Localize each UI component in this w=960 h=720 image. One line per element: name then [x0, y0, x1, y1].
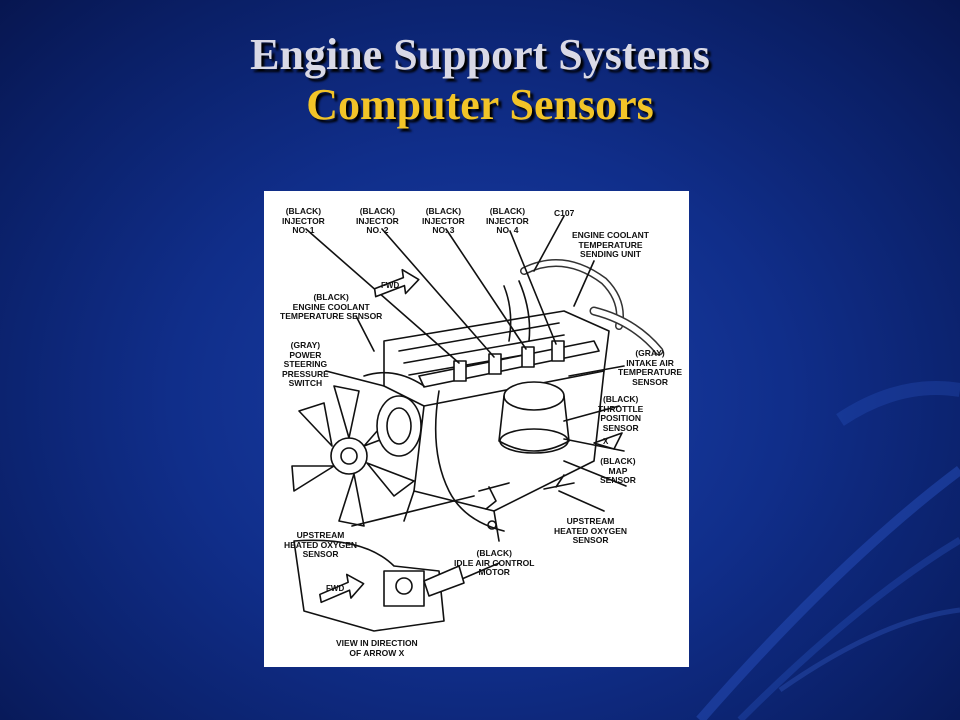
- label-map-sensor: (BLACK) MAP SENSOR: [600, 456, 636, 485]
- label-coolant-sensor: (BLACK) ENGINE COOLANT TEMPERATURE SENSO…: [280, 292, 383, 321]
- label-fwd-top: FWD: [381, 281, 400, 290]
- label-fwd-bottom: FWD: [326, 584, 345, 593]
- label-coolant-sending-unit: ENGINE COOLANT TEMPERATURE SENDING UNIT: [572, 230, 649, 259]
- label-c107: C107: [554, 208, 575, 218]
- label-injector-3: (BLACK) INJECTOR NO. 3: [422, 206, 465, 235]
- label-injector-2: (BLACK) INJECTOR NO. 2: [356, 206, 399, 235]
- label-power-steering-switch: (GRAY) POWER STEERING PRESSURE SWITCH: [282, 340, 329, 388]
- title-line-1: Engine Support Systems: [250, 30, 710, 79]
- title-line-2: Computer Sensors: [306, 80, 654, 129]
- label-arrow-x: X: [603, 437, 609, 446]
- label-upstream-o2-right: UPSTREAM HEATED OXYGEN SENSOR: [554, 516, 628, 545]
- label-injector-4: (BLACK) INJECTOR NO. 4: [486, 206, 529, 235]
- label-injector-1: (BLACK) INJECTOR NO. 1: [282, 206, 325, 235]
- label-idle-air-control-motor: (BLACK) IDLE AIR CONTROL MOTOR: [454, 548, 535, 577]
- engine-diagram: (BLACK) INJECTOR NO. 1 (BLACK) INJECTOR …: [264, 191, 689, 667]
- label-upstream-o2-left: UPSTREAM HEATED OXYGEN SENSOR: [284, 530, 358, 559]
- engine-drawing: [291, 215, 664, 632]
- slide-title: Engine Support Systems Computer Sensors: [0, 30, 960, 130]
- label-view-caption: VIEW IN DIRECTION OF ARROW X: [336, 638, 418, 658]
- label-intake-air-sensor: (GRAY) INTAKE AIR TEMPERATURE SENSOR: [618, 348, 683, 387]
- label-throttle-position-sensor: (BLACK) THROTTLE POSITION SENSOR: [598, 394, 644, 433]
